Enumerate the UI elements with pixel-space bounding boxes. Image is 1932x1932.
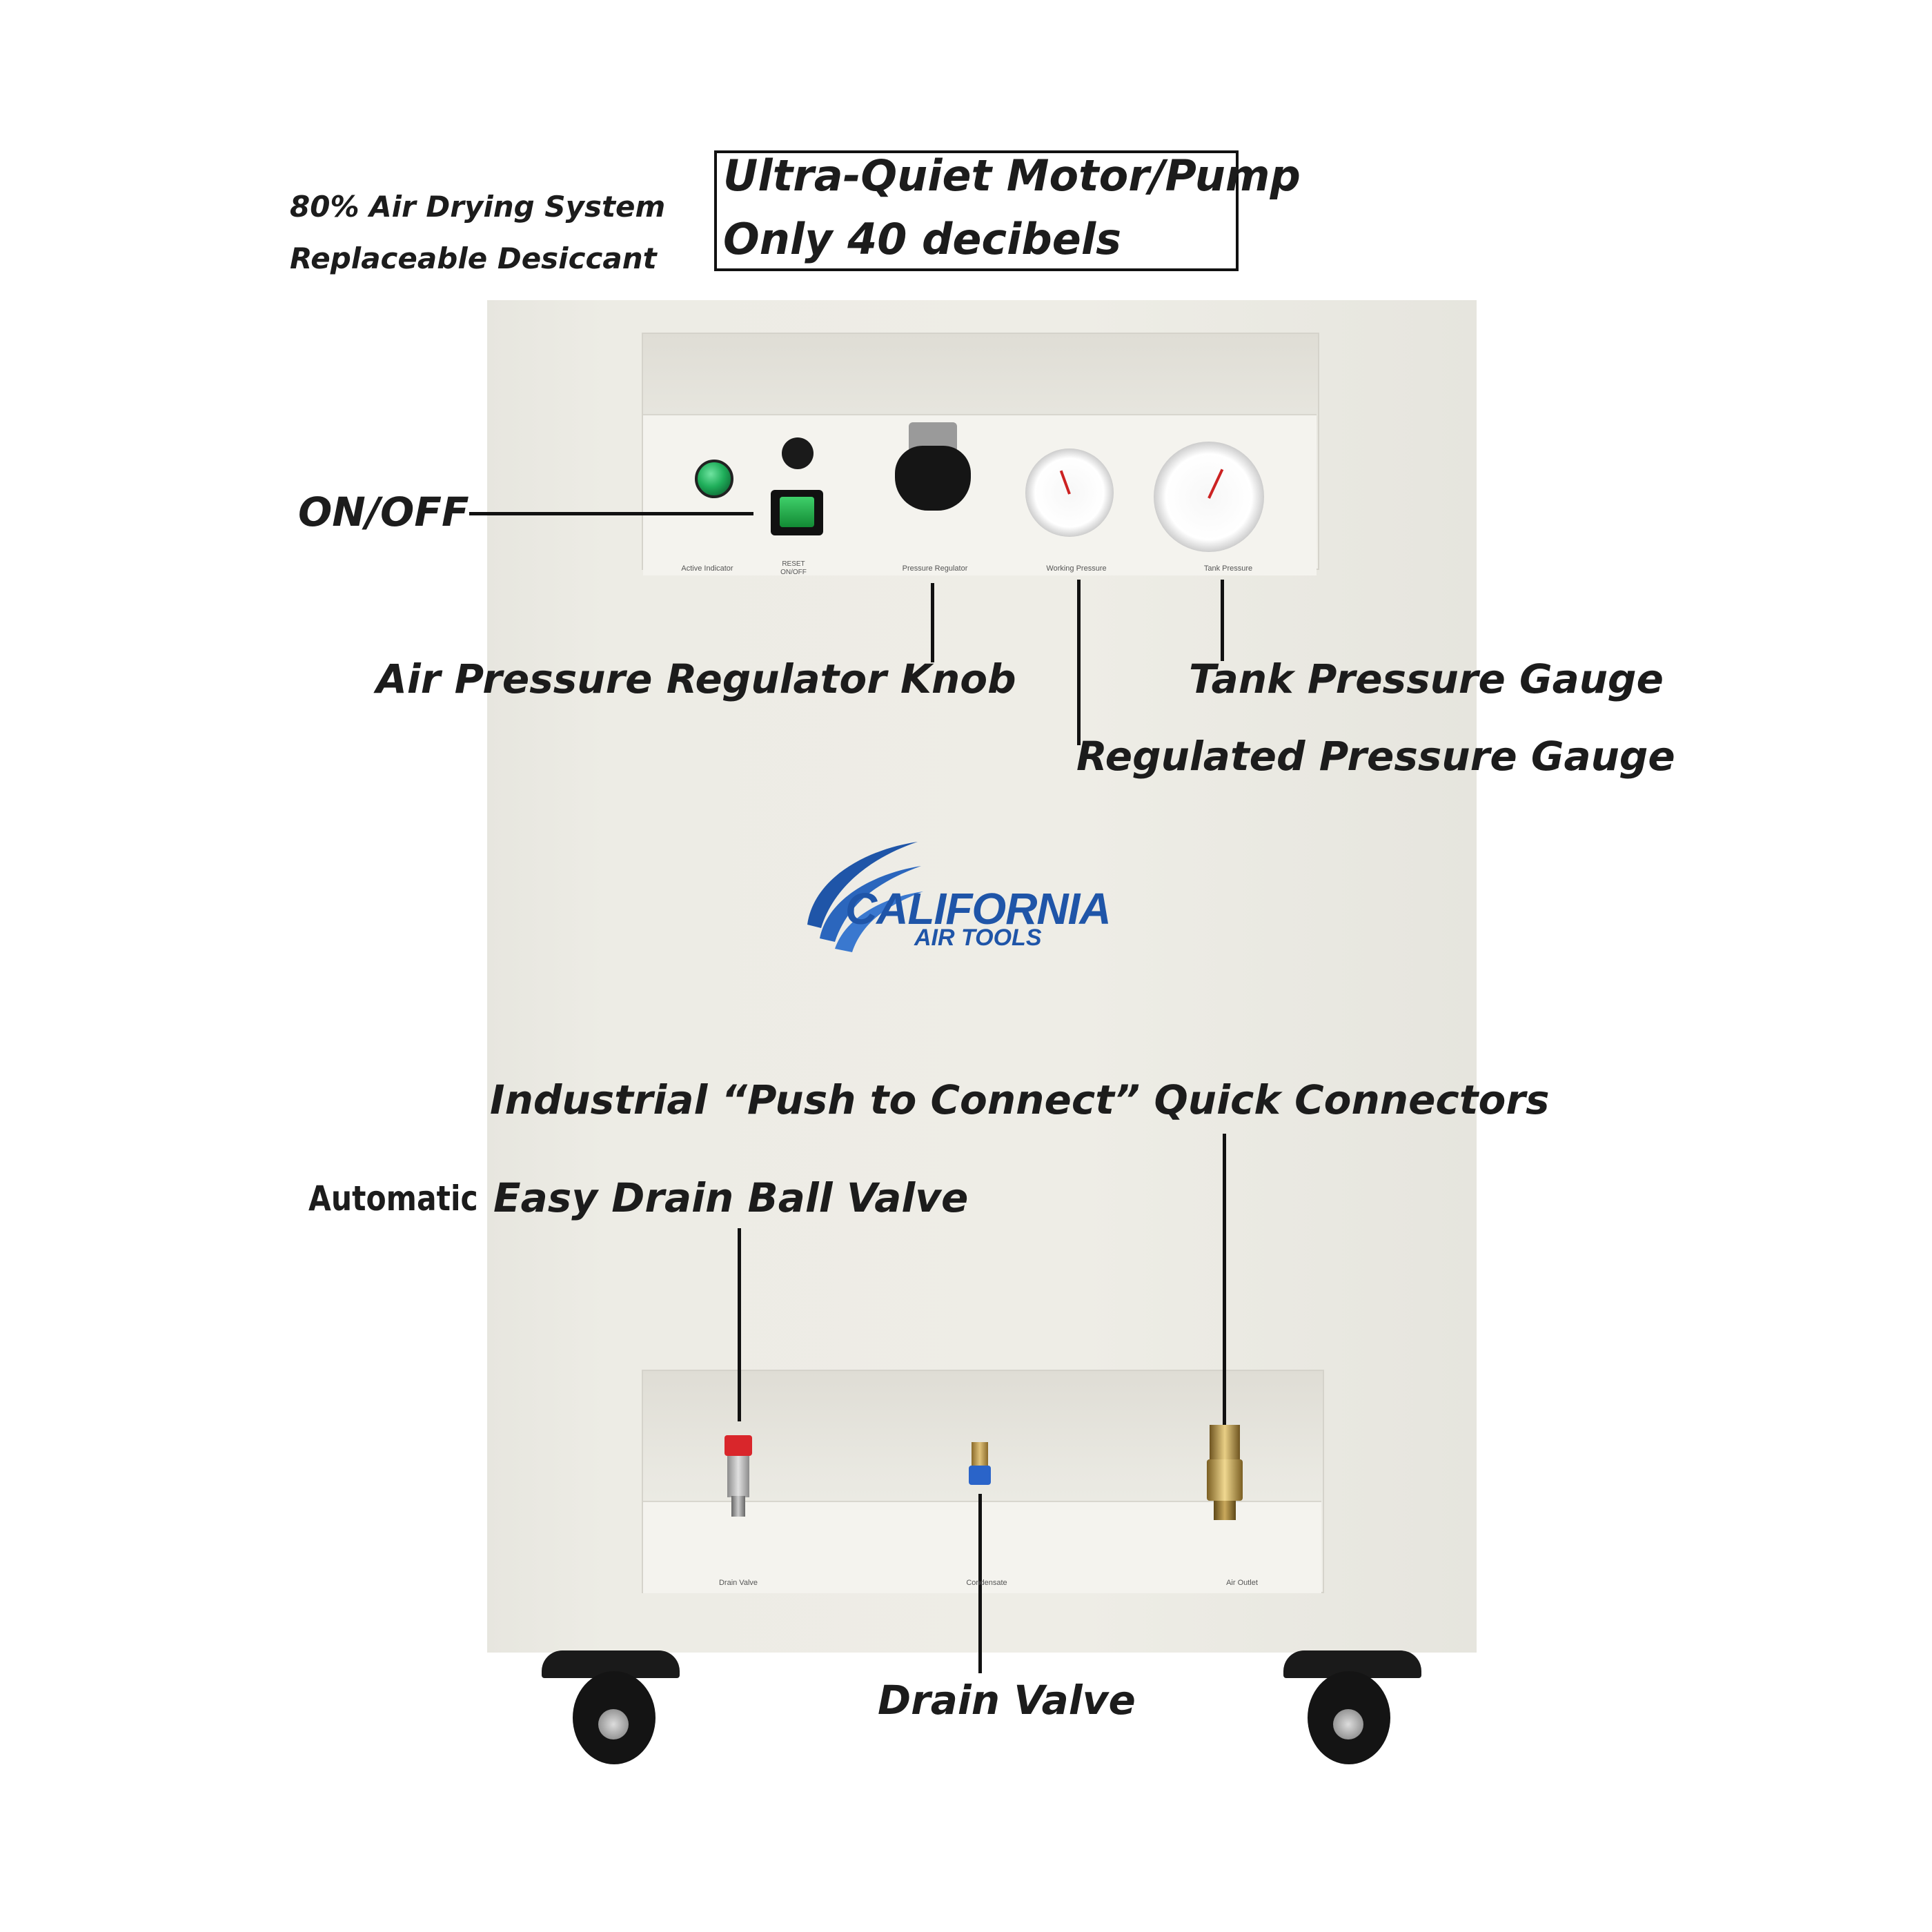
- logo-subtitle: AIR TOOLS: [914, 925, 1042, 951]
- connector-nut: [1210, 1425, 1240, 1459]
- reset-label-line2: ON/OFF: [780, 569, 807, 576]
- regulator-knob-callout: Air Pressure Regulator Knob: [376, 656, 1016, 702]
- air-outlet-panel-label: Air Outlet: [1226, 1579, 1258, 1587]
- tank-pressure-gauge: [1154, 442, 1264, 552]
- regulator-leader-line: [931, 583, 934, 662]
- active-indicator-label: Active Indicator: [681, 564, 733, 573]
- california-air-tools-logo: CALIFORNIA AIR TOOLS: [787, 835, 1145, 973]
- drain-ball-valve[interactable]: [718, 1428, 759, 1518]
- tank-gauge-leader-line: [1221, 580, 1224, 661]
- valve-body: [727, 1456, 749, 1497]
- regulator-cap: [909, 422, 957, 450]
- pressure-regulator-label: Pressure Regulator: [902, 564, 968, 573]
- ball-valve-leader-line: [738, 1228, 741, 1421]
- motor-callout-box: [714, 150, 1239, 271]
- regulator-body: [895, 446, 971, 511]
- motor-callout-line1: Ultra-Quiet Motor/Pump: [723, 150, 1301, 201]
- right-caster-wheel: [1283, 1650, 1421, 1768]
- on-off-leader-line: [469, 512, 753, 515]
- gauge-needle: [1059, 470, 1071, 495]
- gauge-needle: [1208, 469, 1224, 499]
- valve-nozzle: [731, 1496, 745, 1517]
- drain-valve-panel-label: Drain Valve: [718, 1579, 758, 1587]
- air-drying-callout-line2: Replaceable Desiccant: [290, 241, 657, 275]
- air-drying-callout-line1: 80% Air Drying System: [290, 190, 666, 224]
- logo-brand: CALIFORNIA: [845, 884, 1112, 934]
- logo-swoosh-icon: [807, 842, 923, 952]
- automatic-callout: Automatic: [308, 1179, 478, 1219]
- air-outlet-quick-connector[interactable]: [1204, 1425, 1245, 1521]
- regulated-gauge-callout: Regulated Pressure Gauge: [1076, 733, 1675, 780]
- working-pressure-label: Working Pressure: [1046, 564, 1107, 573]
- quick-connectors-callout: Industrial “Push to Connect” Quick Conne…: [490, 1076, 1550, 1123]
- condensate-fitting[interactable]: [967, 1442, 992, 1497]
- fitting-blue-collet: [969, 1466, 991, 1485]
- connector-tip: [1214, 1501, 1236, 1520]
- bottom-panel-strip: [643, 1501, 1321, 1593]
- on-off-switch[interactable]: [771, 490, 823, 535]
- valve-handle: [724, 1435, 752, 1456]
- active-indicator-light: [695, 460, 733, 498]
- working-pressure-gauge: [1025, 448, 1114, 537]
- reset-button[interactable]: [782, 437, 814, 469]
- drain-valve-callout: Drain Valve: [878, 1677, 1136, 1724]
- tank-pressure-label: Tank Pressure: [1203, 564, 1253, 573]
- on-off-callout: ON/OFF: [298, 489, 469, 535]
- fitting-brass: [972, 1442, 988, 1466]
- drain-valve-leader-line: [978, 1494, 982, 1673]
- on-off-rocker: [780, 497, 814, 527]
- left-caster-wheel: [542, 1650, 680, 1768]
- regulated-gauge-leader-line: [1077, 580, 1081, 745]
- reset-label-line1: RESET: [782, 560, 805, 568]
- ball-valve-callout: Easy Drain Ball Valve: [493, 1174, 969, 1221]
- pressure-regulator-knob[interactable]: [895, 422, 971, 511]
- motor-callout-line2: Only 40 decibels: [723, 214, 1121, 264]
- tank-gauge-callout: Tank Pressure Gauge: [1189, 656, 1664, 702]
- connector-sleeve: [1207, 1459, 1243, 1501]
- condensate-panel-label: Condensate: [966, 1579, 1007, 1587]
- caster-hub: [598, 1709, 629, 1739]
- caster-hub: [1333, 1709, 1363, 1739]
- connector-leader-line: [1223, 1134, 1226, 1430]
